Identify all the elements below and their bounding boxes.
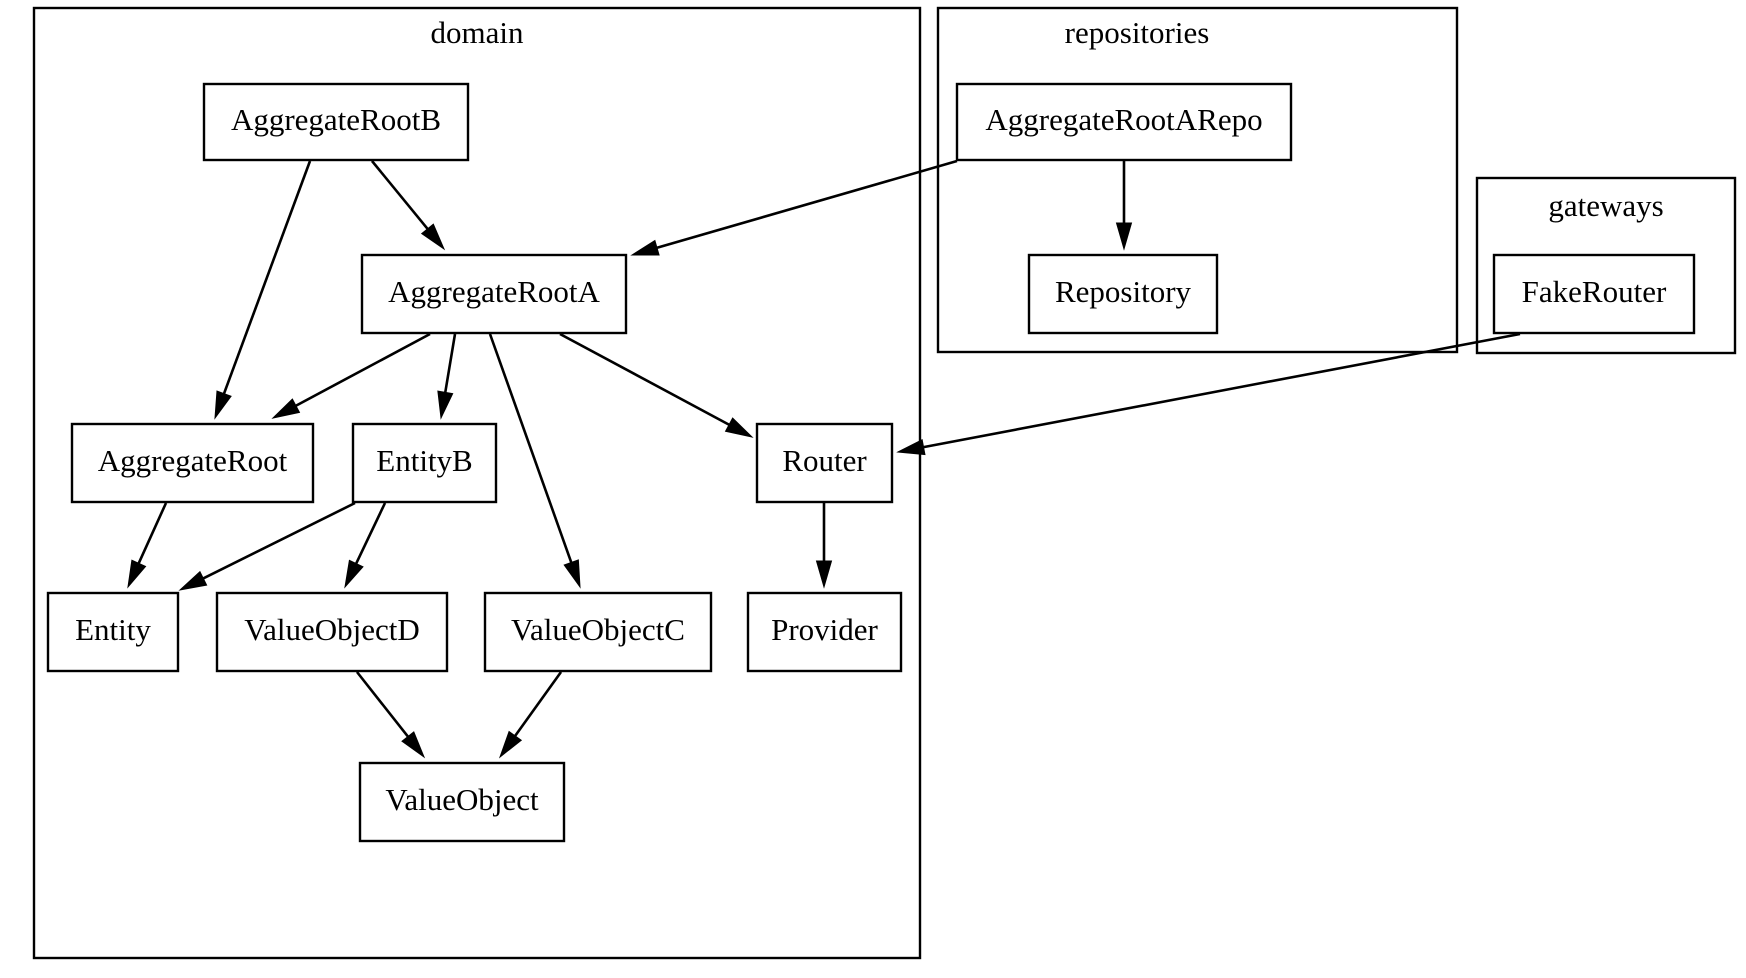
node-label-AggregateRoot: AggregateRoot [98,443,288,478]
edge-line [221,160,312,398]
edge-AggregateRootARepo-to-Repository [1115,161,1133,251]
edge-AggregateRootA-to-ValueObjectC [488,333,581,589]
node-label-FakeRouter: FakeRouter [1522,274,1667,309]
nodes-layer: AggregateRootB AggregateRootA AggregateRoo… [46,82,1696,843]
node-box-Router[interactable] [755,422,894,504]
node-label-ValueObjectD: ValueObjectD [244,612,420,647]
node-box-AggregateRootB[interactable] [202,82,470,162]
edge-AggregateRoot-to-Entity [127,502,168,589]
node-box-AggregateRoot[interactable] [70,422,315,504]
edge-AggregateRootB-to-AggregateRoot [214,160,312,420]
node-AggregateRootARepo[interactable]: AggregateRootARepo [955,82,1293,162]
edge-line [353,502,387,568]
node-box-FakeRouter[interactable] [1492,253,1696,335]
edge-line [511,671,563,740]
node-label-EntityB: EntityB [376,443,472,478]
edge-line [291,332,431,409]
cluster-label-repositories: repositories [1065,15,1210,50]
node-label-ValueObject: ValueObject [385,782,539,817]
edge-line [370,160,432,233]
edge-arrowhead [1115,222,1133,251]
edge-arrowhead [344,559,364,589]
node-AggregateRootB[interactable]: AggregateRootB [202,82,470,162]
edge-arrowhead [563,559,581,589]
node-box-AggregateRootA[interactable] [360,253,628,335]
edge-ValueObjectC-to-ValueObject [498,671,563,759]
node-AggregateRoot[interactable]: AggregateRoot [70,422,315,504]
node-box-AggregateRootARepo[interactable] [955,82,1293,162]
node-label-ValueObjectC: ValueObjectC [511,612,685,647]
node-box-Entity[interactable] [46,591,180,673]
edge-line [355,671,412,741]
node-ValueObjectD[interactable]: ValueObjectD [215,591,449,673]
node-box-ValueObject[interactable] [358,761,566,843]
node-label-Entity: Entity [75,612,151,647]
edge-line [199,501,356,582]
edges-layer [127,159,1521,759]
edge-line [559,332,734,428]
edge-ValueObjectD-to-ValueObject [355,671,426,759]
edge-arrowhead [178,570,208,591]
edge-line [443,333,457,397]
edge-arrowhead [724,417,754,438]
node-label-Provider: Provider [771,612,878,647]
edge-EntityB-to-Entity [178,501,356,591]
edge-arrowhead [896,439,926,456]
edge-arrowhead [420,223,446,251]
edge-AggregateRootARepo-to-AggregateRootA [630,159,958,256]
node-box-EntityB[interactable] [351,422,498,504]
edge-arrowhead [127,559,147,589]
edge-AggregateRootB-to-AggregateRootA [370,160,446,251]
edge-FakeRouter-to-Router [896,332,1521,456]
node-box-Provider[interactable] [746,591,903,673]
edge-line [488,333,574,567]
edge-line [652,159,958,251]
edge-AggregateRootA-to-EntityB [437,333,457,420]
edge-arrowhead [401,731,426,759]
node-Entity[interactable]: Entity [46,591,180,673]
edge-EntityB-to-ValueObjectD [344,502,387,589]
node-box-ValueObjectD[interactable] [215,591,449,673]
node-EntityB[interactable]: EntityB [351,422,498,504]
node-label-Router: Router [782,443,867,478]
cluster-label-gateways: gateways [1548,188,1663,223]
edge-line [135,502,168,568]
node-label-Repository: Repository [1055,274,1192,309]
node-ValueObject[interactable]: ValueObject [358,761,566,843]
node-Provider[interactable]: Provider [746,591,903,673]
node-label-AggregateRootB: AggregateRootB [231,102,441,137]
edge-arrowhead [498,730,523,759]
edge-arrowhead [630,239,660,256]
node-FakeRouter[interactable]: FakeRouter [1492,253,1696,335]
node-label-AggregateRootA: AggregateRootA [388,274,600,309]
edge-arrowhead [437,390,454,420]
node-Repository[interactable]: Repository [1027,253,1219,335]
node-AggregateRootA[interactable]: AggregateRootA [360,253,628,335]
node-box-Repository[interactable] [1027,253,1219,335]
cluster-label-domain: domain [431,15,524,50]
node-box-ValueObjectC[interactable] [483,591,713,673]
edge-AggregateRootA-to-AggregateRoot [271,332,431,419]
node-label-AggregateRootARepo: AggregateRootARepo [985,102,1262,137]
edge-line [919,332,1521,450]
node-Router[interactable]: Router [755,422,894,504]
edge-arrowhead [214,390,232,420]
edge-Router-to-Provider [815,503,833,589]
edge-arrowhead [271,398,301,419]
edge-arrowhead [815,560,833,589]
node-ValueObjectC[interactable]: ValueObjectC [483,591,713,673]
edge-AggregateRootA-to-Router [559,332,754,438]
